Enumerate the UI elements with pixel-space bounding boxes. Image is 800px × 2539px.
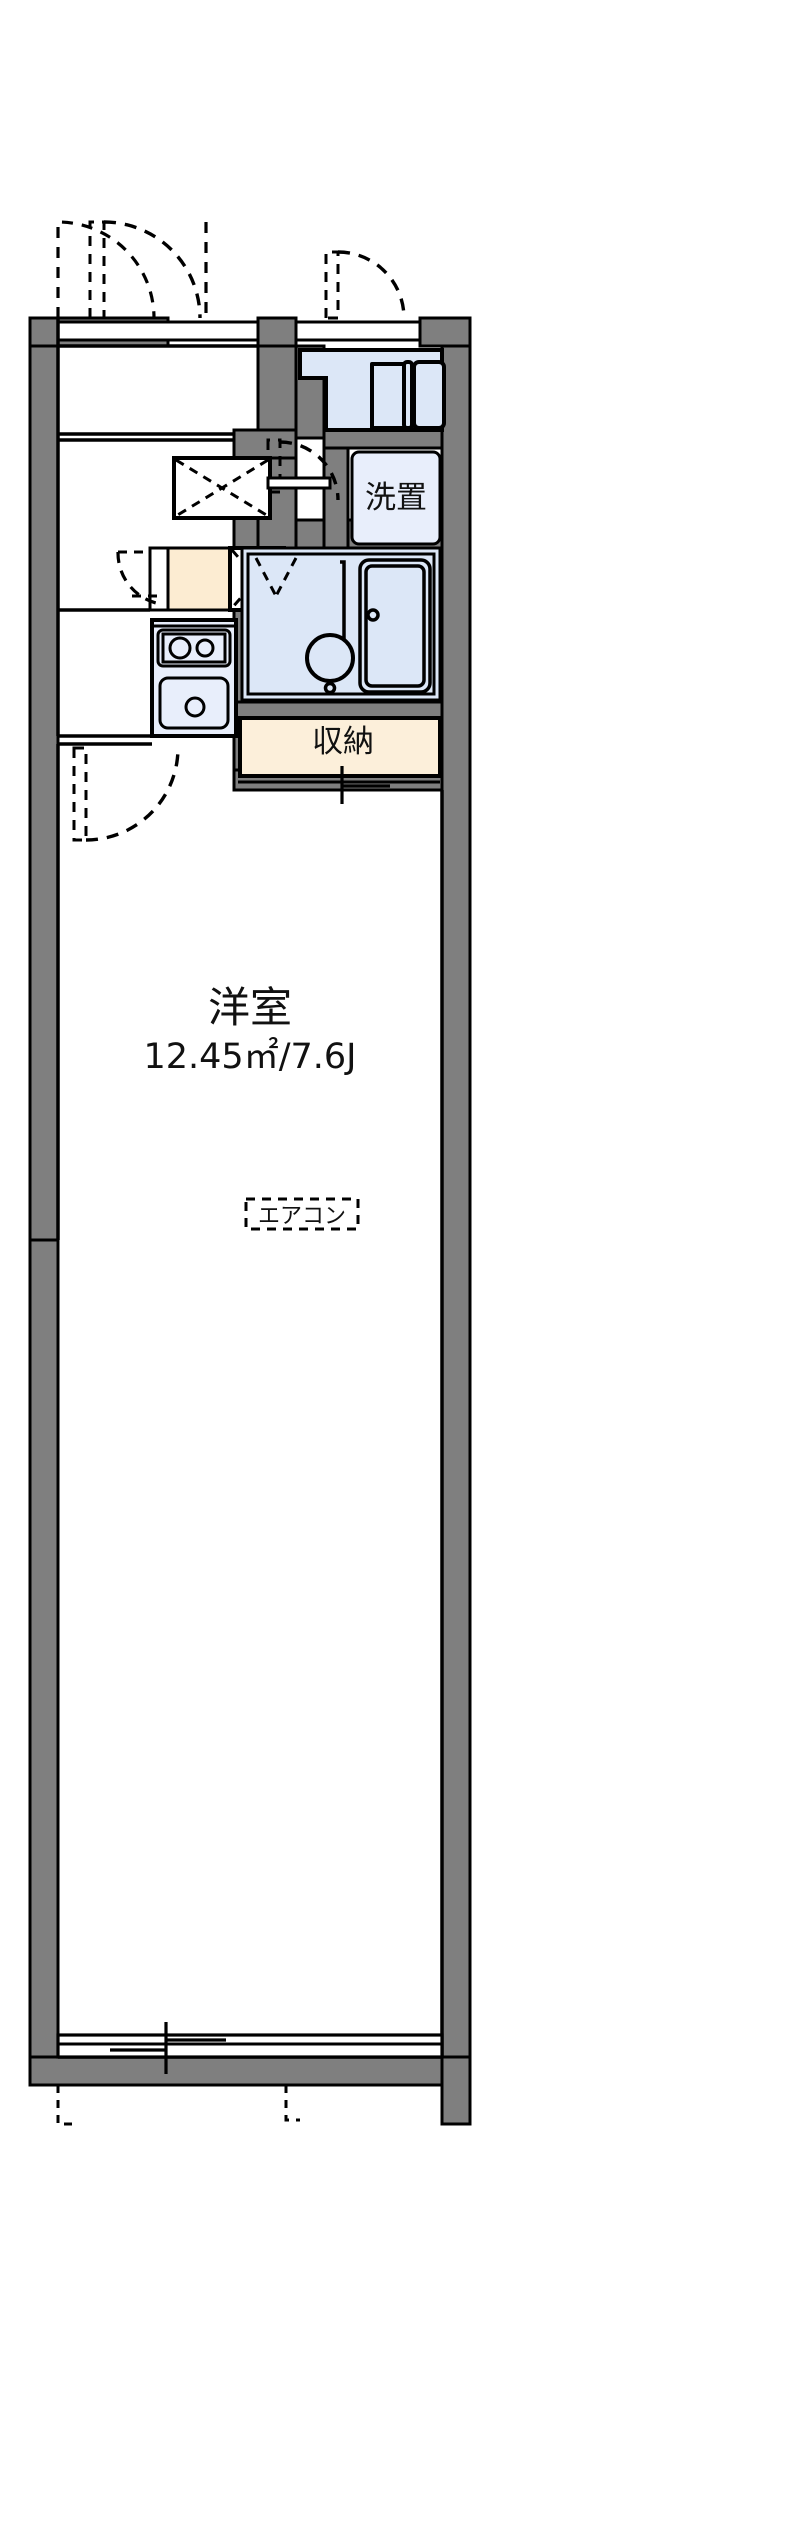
corridor-door[interactable] xyxy=(324,250,406,320)
tank-icon xyxy=(412,360,446,430)
washer-space-label: 洗置 xyxy=(365,480,427,516)
entrance-door-arc-path xyxy=(103,220,202,319)
stove-burner-right xyxy=(195,638,215,658)
entrance-door[interactable] xyxy=(88,220,202,320)
exterior-marker-mid xyxy=(284,2085,300,2122)
toilet-door[interactable] xyxy=(266,438,340,501)
storage-closet: 収納 xyxy=(238,716,442,804)
unit-bath xyxy=(240,546,442,702)
room-entry-door[interactable] xyxy=(72,746,180,842)
wall-left-lower xyxy=(28,1238,60,2087)
wall-bottom xyxy=(28,2055,472,2087)
entrance-door-arc xyxy=(56,220,156,319)
wall-toilet-bottom xyxy=(322,428,444,450)
aircon-label: エアコン xyxy=(258,1204,346,1229)
toilet-room xyxy=(298,348,446,432)
room-door-leaf[interactable] xyxy=(72,746,88,842)
cabinet-ledge xyxy=(266,476,332,490)
entry-doma xyxy=(166,546,232,612)
storage-label: 収納 xyxy=(312,724,374,760)
wall-right xyxy=(440,344,472,2087)
wall-washer-left xyxy=(322,446,350,550)
exterior-markers xyxy=(56,2085,300,2126)
toilet-seat-gap xyxy=(402,360,414,430)
wall-top-mid xyxy=(256,316,298,348)
north-window-left[interactable] xyxy=(56,320,260,342)
corridor-lines xyxy=(58,344,258,612)
shoe-cabinet-x2 xyxy=(175,458,269,518)
bath-door[interactable] xyxy=(254,557,298,597)
page-title: 洋室 xyxy=(208,983,292,1032)
corridor-door-arc xyxy=(337,250,406,319)
storage-floor xyxy=(238,716,442,778)
bathtub-drain xyxy=(366,608,380,622)
basin-drain xyxy=(323,681,337,695)
wall-bottom-right-stub xyxy=(440,2055,472,2126)
basin-icon xyxy=(305,633,355,683)
toilet-door-arc xyxy=(279,440,340,501)
wall-top-right xyxy=(418,316,472,348)
bath-door-leaf-a[interactable] xyxy=(254,557,278,597)
bathtub-icon xyxy=(364,564,426,688)
bath-door-leaf-b[interactable] xyxy=(274,557,298,597)
stove-burner-left xyxy=(168,636,192,660)
western-room: 洋室 12.45㎡/7.6J xyxy=(56,318,444,2059)
washer-space: 洗置 xyxy=(350,450,442,546)
wall-corridor-top xyxy=(232,428,298,460)
north-openings xyxy=(56,320,422,342)
shoe-cabinet-door[interactable] xyxy=(116,550,162,606)
aircon-box xyxy=(244,1197,360,1231)
exterior-marker-left xyxy=(56,2085,72,2126)
balcony-window-frame[interactable] xyxy=(56,2033,444,2059)
aircon-annotation: エアコン xyxy=(244,1197,360,1231)
wall-left-upper xyxy=(28,316,60,1327)
room-door-arc xyxy=(85,747,180,842)
north-window-right[interactable] xyxy=(294,320,422,342)
room-area-label: 12.45㎡/7.6J xyxy=(144,1036,357,1077)
toilet-door-leaf[interactable] xyxy=(266,438,282,494)
shoe-door-arc xyxy=(116,551,161,606)
kitchen xyxy=(150,618,238,738)
sink-drain xyxy=(184,696,206,718)
vanity-edge xyxy=(340,560,346,650)
balcony-sliding-window[interactable] xyxy=(56,2022,444,2074)
closet-sliding-doors[interactable] xyxy=(238,766,440,804)
washer-icon xyxy=(350,450,442,546)
door-swing-group xyxy=(56,220,208,319)
